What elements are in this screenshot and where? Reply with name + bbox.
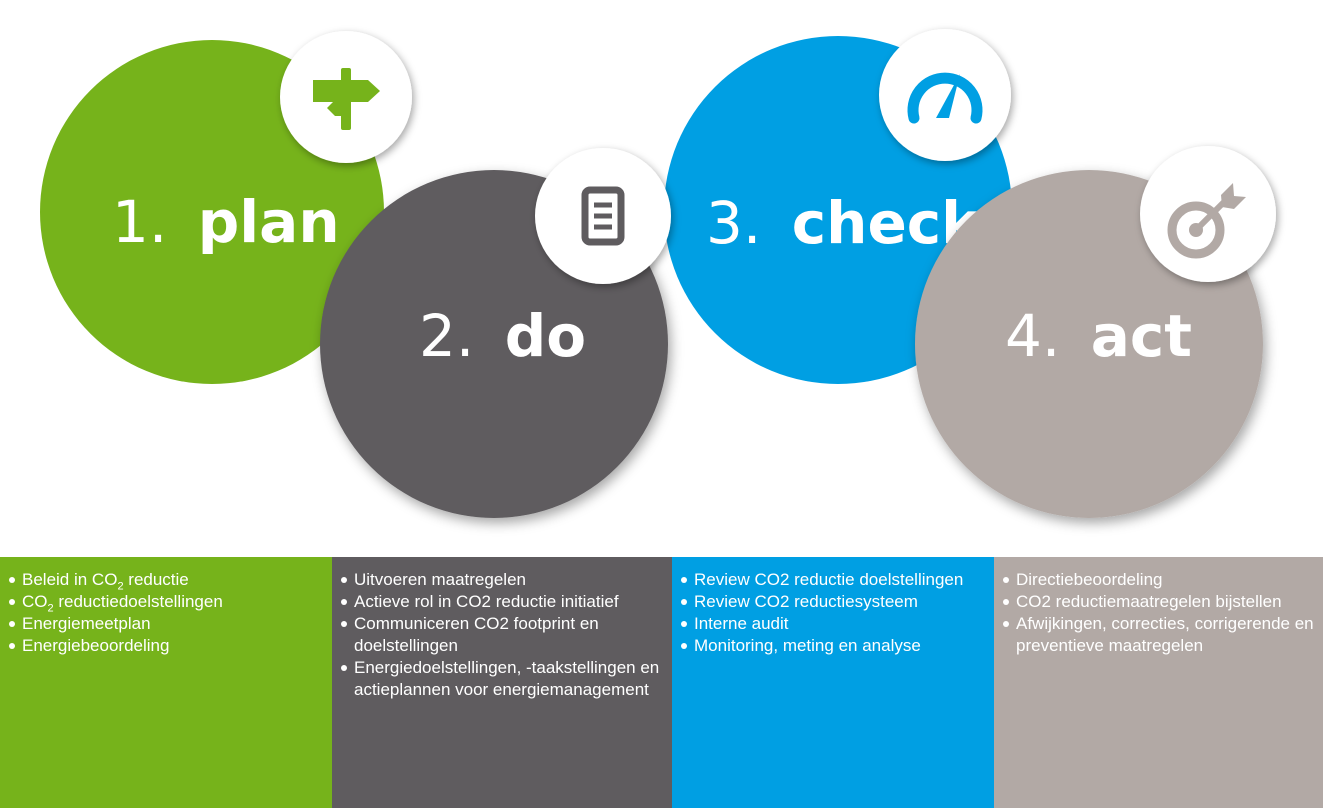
act-list-item: Directiebeoordeling [1002, 569, 1315, 591]
act-number: 4. [1005, 302, 1060, 370]
do-panel: Uitvoeren maatregelen Actieve rol in CO2… [332, 557, 672, 808]
plan-list-item: CO2 reductiedoelstellingen [8, 591, 324, 614]
document-icon [581, 186, 625, 246]
do-list-item: Actieve rol in CO2 reductie initiatief [340, 591, 664, 613]
plan-list: Beleid in CO2 reductie CO2 reductiedoels… [8, 569, 324, 657]
act-list-item: Afwijkingen, correcties, corrigerende en… [1002, 613, 1315, 657]
do-title: 2. do [419, 302, 586, 370]
act-title: 4. act [1005, 302, 1192, 370]
speedometer-icon [907, 72, 983, 124]
check-icon-badge [879, 29, 1011, 161]
signpost-icon [313, 68, 380, 130]
check-list: Review CO2 reductie doelstellingen Revie… [680, 569, 986, 657]
act-list: Directiebeoordeling CO2 reductiemaatrege… [1002, 569, 1315, 657]
check-list-item: Review CO2 reductiesysteem [680, 591, 986, 613]
plan-list-item: Beleid in CO2 reductie [8, 569, 324, 592]
plan-panel: Beleid in CO2 reductie CO2 reductiedoels… [0, 557, 332, 808]
check-list-item: Monitoring, meting en analyse [680, 635, 986, 657]
do-word: do [505, 302, 586, 370]
do-list-item: Energiedoelstellingen, -taakstellingen e… [340, 657, 664, 701]
do-list: Uitvoeren maatregelen Actieve rol in CO2… [340, 569, 664, 701]
plan-number: 1. [112, 188, 167, 256]
do-list-item: Communiceren CO2 footprint en doelstelli… [340, 613, 664, 657]
do-list-item: Uitvoeren maatregelen [340, 569, 664, 591]
check-panel: Review CO2 reductie doelstellingen Revie… [672, 557, 994, 808]
do-step: 2. do [320, 148, 671, 518]
act-word: act [1091, 302, 1192, 370]
check-number: 3. [706, 189, 761, 257]
do-number: 2. [419, 302, 474, 370]
plan-step: 1. plan [40, 31, 412, 384]
act-step: 4. act [915, 146, 1276, 518]
plan-title: 1. plan [112, 188, 340, 256]
check-title: 3. check [706, 189, 981, 257]
plan-list-item: Energiebeoordeling [8, 635, 324, 657]
act-panel: Directiebeoordeling CO2 reductiemaatrege… [994, 557, 1323, 808]
plan-list-item: Energiemeetplan [8, 613, 324, 635]
act-list-item: CO2 reductiemaatregelen bijstellen [1002, 591, 1315, 613]
plan-word: plan [198, 188, 340, 256]
target-arrow-icon [1167, 183, 1246, 259]
check-list-item: Review CO2 reductie doelstellingen [680, 569, 986, 591]
check-list-item: Interne audit [680, 613, 986, 635]
